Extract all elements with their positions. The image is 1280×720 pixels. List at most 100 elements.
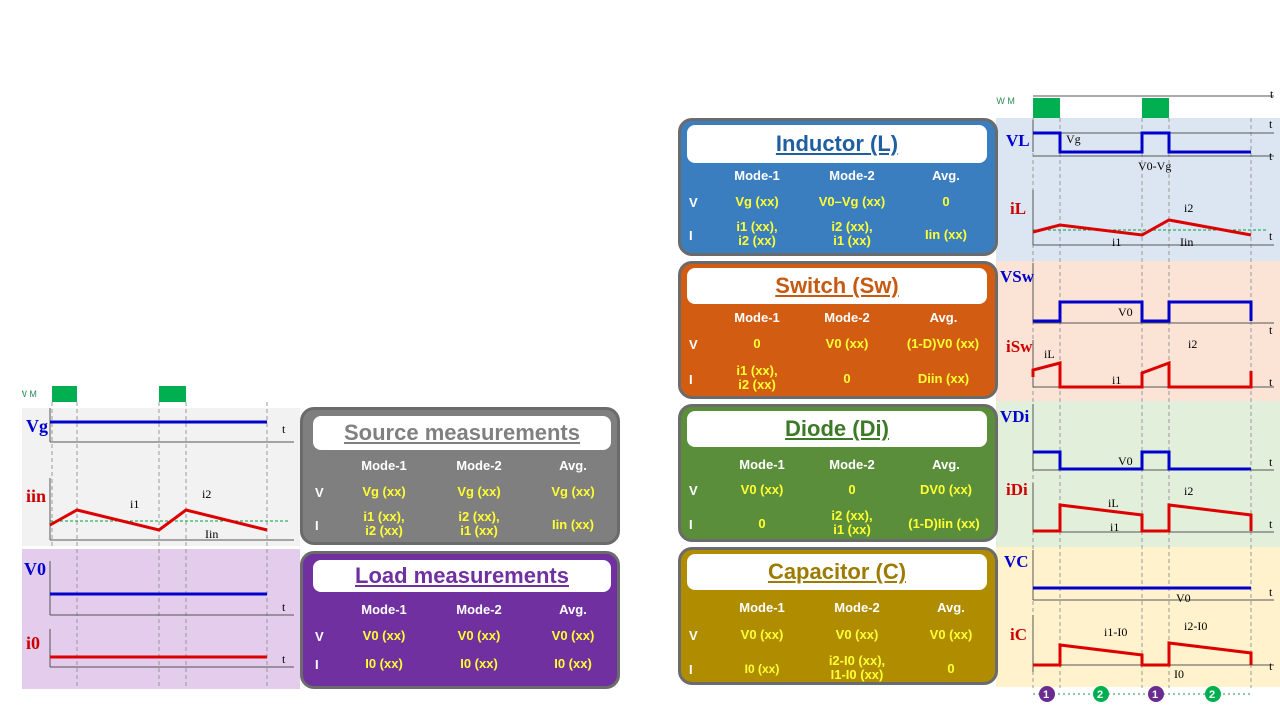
iin-wave-label: iin xyxy=(26,486,46,506)
i2-annot: i2 xyxy=(1184,201,1193,215)
inductor-cell: i2 (xx), i1 (xx) xyxy=(831,219,873,248)
inductor-header-avg: Avg. xyxy=(932,168,960,183)
vsw-wave-label: VSw xyxy=(1000,267,1035,286)
i1-annot: i1 xyxy=(1110,520,1119,534)
diode-header-avg: Avg. xyxy=(932,457,960,472)
capacitor-cell: I0 (xx) xyxy=(744,662,780,676)
switch-cell: Diin (xx) xyxy=(917,371,970,386)
source-cell: i1 (xx), i2 (xx) xyxy=(363,509,405,538)
vsw-waveform xyxy=(1033,300,1253,323)
load-header-avg: Avg. xyxy=(559,602,587,617)
vl-wave-label: VL xyxy=(1006,131,1030,150)
il-wave-label: iL xyxy=(1010,199,1026,218)
diode-title: Diode (Di) xyxy=(687,411,987,447)
t-axis-label: t xyxy=(282,652,286,666)
diode-cell: DV0 (xx) xyxy=(919,482,973,497)
switch-header-mode2: Mode-2 xyxy=(824,310,870,325)
t-axis-label: t xyxy=(1269,229,1273,243)
t-axis-label: t xyxy=(1269,585,1273,599)
diode-cell: V0 (xx) xyxy=(740,482,784,497)
switch-header-mode1: Mode-1 xyxy=(734,310,780,325)
capacitor-cell: 0 xyxy=(947,661,955,676)
diode-header-mode1: Mode-1 xyxy=(739,457,785,472)
i1-annot: i1 xyxy=(1112,373,1121,387)
il-annot: iL xyxy=(1044,347,1055,361)
capacitor-cell: V0 (xx) xyxy=(929,627,973,642)
t-axis-label: t xyxy=(1269,517,1273,531)
ic-waveform xyxy=(1033,641,1253,667)
switch-row-i-label: I xyxy=(689,372,693,387)
right-waveform-column: P W M t t t VL Vg V0-Vg t iL xyxy=(996,90,1280,720)
i1-annot: i1 xyxy=(130,497,139,511)
source-header-mode2: Mode-2 xyxy=(456,458,502,473)
inductor-cell: V0–Vg (xx) xyxy=(818,194,886,209)
iin-waveform xyxy=(49,508,268,532)
inductor-header-mode1: Mode-1 xyxy=(734,168,780,183)
t-axis-label: t xyxy=(1270,90,1274,101)
diode-cell: 0 xyxy=(758,516,766,531)
switch-header-avg: Avg. xyxy=(929,310,958,325)
il-waveform xyxy=(1032,218,1252,237)
v0-annot: V0 xyxy=(1118,454,1133,468)
il-annot: iL xyxy=(1108,496,1119,510)
diode-header-mode2: Mode-2 xyxy=(829,457,875,472)
i1-i0-annot: i1-I0 xyxy=(1104,625,1127,639)
i2-annot: i2 xyxy=(1184,484,1193,498)
inductor-cell: Iin (xx) xyxy=(925,227,967,242)
i2-annot: i2 xyxy=(202,487,211,501)
vg-wave-label: Vg xyxy=(26,416,48,436)
t-axis-label: t xyxy=(1269,117,1273,131)
source-cell: Iin (xx) xyxy=(552,517,594,532)
iin-annot: Iin xyxy=(205,527,218,541)
capacitor-header-avg: Avg. xyxy=(937,600,965,615)
switch-cell: 0 xyxy=(753,336,761,351)
capacitor-card: Capacitor (C) Mode-1 Mode-2 Avg. V V0 (x… xyxy=(678,547,998,685)
i0-wave-label: i0 xyxy=(26,633,40,653)
diode-card: Diode (Di) Mode-1 Mode-2 Avg. V V0 (xx) … xyxy=(678,404,998,542)
v0-annot: V0 xyxy=(1118,305,1133,319)
source-cell: Vg (xx) xyxy=(551,484,595,499)
t-axis-label: t xyxy=(1269,149,1273,163)
source-waveform-panel: P W M t Vg iin i1 i2 Iin xyxy=(22,380,300,546)
source-title: Source measurements xyxy=(313,416,611,450)
inductor-header-mode2: Mode-2 xyxy=(829,168,875,183)
mode-marker-num: 2 xyxy=(1097,689,1103,701)
t-axis-label: t xyxy=(1269,659,1273,673)
pwm-pulse xyxy=(1033,98,1060,118)
capacitor-header-mode1: Mode-1 xyxy=(739,600,785,615)
switch-cell: i1 (xx), i2 (xx) xyxy=(736,363,778,392)
load-row-v-label: V xyxy=(315,629,324,644)
mode-marker-num: 1 xyxy=(1043,689,1049,701)
idi-wave-label: iDi xyxy=(1006,480,1028,499)
vl-waveform xyxy=(1033,131,1251,154)
ic-wave-label: iC xyxy=(1010,625,1027,644)
i0-annot: I0 xyxy=(1174,667,1184,681)
inductor-card: Inductor (L) Mode-1 Mode-2 Avg. V Vg (xx… xyxy=(678,118,998,256)
source-cell: i2 (xx), i1 (xx) xyxy=(458,509,500,538)
capacitor-title: Capacitor (C) xyxy=(687,554,987,590)
mode-marker-num: 1 xyxy=(1152,689,1158,701)
capacitor-cell: i2-I0 (xx), I1-I0 (xx) xyxy=(828,653,886,682)
load-row-i-label: I xyxy=(315,657,319,672)
idi-waveform xyxy=(1033,503,1253,533)
pwm-pulse xyxy=(1142,98,1169,118)
source-row-i-label: I xyxy=(315,518,319,533)
switch-card: Switch (Sw) Mode-1 Mode-2 Avg. V 0 V0 (x… xyxy=(678,261,998,399)
inductor-cell: 0 xyxy=(942,194,950,209)
switch-title: Switch (Sw) xyxy=(687,268,987,304)
pwm-label: P W M xyxy=(996,96,1015,106)
capacitor-row-i-label: I xyxy=(689,662,693,677)
load-cell: V0 (xx) xyxy=(457,628,501,643)
inductor-row-v-label: V xyxy=(689,195,698,210)
source-header-mode1: Mode-1 xyxy=(361,458,407,473)
isw-waveform xyxy=(1031,360,1253,389)
mode-marker xyxy=(1148,686,1164,702)
load-header-mode2: Mode-2 xyxy=(456,602,502,617)
inductor-cell: Vg (xx) xyxy=(735,194,779,209)
t-axis-label: t xyxy=(282,600,286,614)
inductor-title: Inductor (L) xyxy=(687,125,987,163)
mode-marker xyxy=(1039,686,1055,702)
mode-marker xyxy=(1093,686,1109,702)
vdi-waveform xyxy=(1033,450,1251,471)
switch-cell: (1-D)V0 (xx) xyxy=(906,336,980,351)
